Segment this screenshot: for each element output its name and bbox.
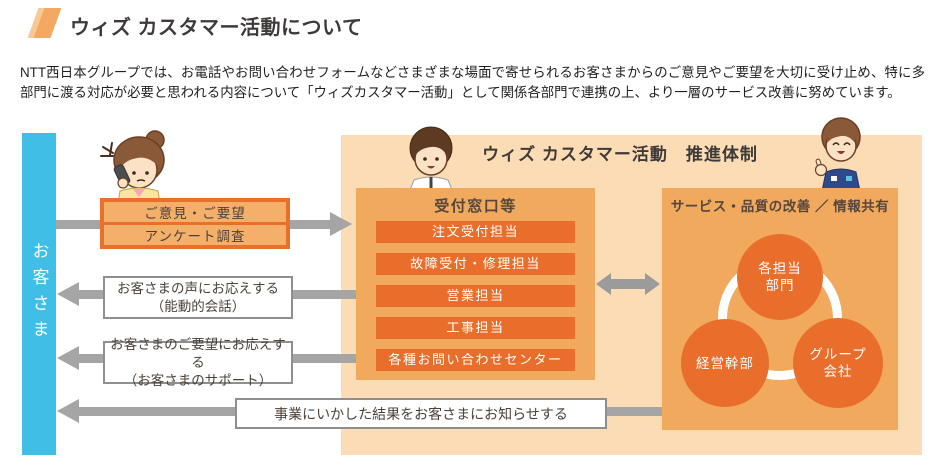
arrow-left-head-icon [57,346,79,370]
feedback-box: ご意見・ご要望 アンケート調査 [100,198,290,249]
org-circle-executives: 経営幹部 [681,319,769,407]
reception-item-list: 注文受付担当 故障受付・修理担当 営業担当 工事担当 各種お問い合わせセンター [376,221,575,371]
reception-item: 工事担当 [376,317,575,339]
connector-response-voice [292,290,356,299]
customer-phone-illustration [93,129,181,216]
org-circle-label: 部門 [765,278,795,293]
reception-item: 故障受付・修理担当 [376,253,575,275]
reception-item: 注文受付担当 [376,221,575,243]
response-box-line: お客さまのご要望にお応えする [110,336,286,370]
page-title: ウィズ カスタマー活動について [70,17,363,39]
feedback-item: アンケート調査 [104,225,286,245]
reception-panel: 受付窓口等 注文受付担当 故障受付・修理担当 営業担当 工事担当 各種お問い合わ… [356,188,595,380]
customer-bar: お客さま [22,133,56,455]
response-box-line: （お客さまのサポート） [123,372,273,388]
org-circle-departments: 各担当 部門 [737,234,823,320]
response-box-line: お客さまの声にお応えする [117,280,279,296]
response-box-request: お客さまのご要望にお応えする （お客さまのサポート） [103,337,293,388]
connector-response-request [292,354,356,363]
reception-item: 各種お問い合わせセンター [376,349,575,371]
arrow-left-head-icon [57,399,79,423]
arrow-response-request [79,354,103,363]
response-box-line: （能動的会話） [150,298,246,314]
arrow-right-head-icon [330,212,352,236]
customer-bar-label: お客さま [29,242,49,346]
improvement-panel-title: サービス・品質の改善 ／ 情報共有 [670,199,890,214]
results-box-label: 事業にいかした結果をお客さまにお知らせする [274,405,568,422]
exchange-arrow-right-head-icon [645,273,660,295]
improvement-panel: サービス・品質の改善 ／ 情報共有 各担当 部門 経営幹部 グループ 会社 [662,188,898,430]
results-box: 事業にいかした結果をお客さまにお知らせする [235,398,607,429]
org-circle-group-companies: グループ 会社 [793,318,883,408]
intro-paragraph: NTT西日本グループでは、お電話やお問い合わせフォームなどさまざまな場面で寄せら… [20,65,925,100]
org-circle-label: 経営幹部 [696,355,754,371]
group-staff-illustration [804,117,876,192]
response-box-voice: お客さまの声にお応えする （能動的会話） [103,276,293,319]
org-circle-label: 各担当 [758,261,802,276]
arrow-left-head-icon [57,282,79,306]
reception-staff-illustration [398,126,464,191]
reception-panel-title: 受付窓口等 [434,198,517,215]
reception-item: 営業担当 [376,285,575,307]
diagram-title: ウィズ カスタマー活動 推進体制 [482,145,758,164]
org-circle-label: 会社 [823,364,853,379]
exchange-arrow-left-head-icon [596,273,611,295]
org-circle-label: グループ [809,347,867,362]
heading-marker-icon [27,8,62,38]
arrow-response-voice [79,290,103,299]
feedback-item: ご意見・ご要望 [104,202,286,222]
exchange-arrow [611,279,645,289]
